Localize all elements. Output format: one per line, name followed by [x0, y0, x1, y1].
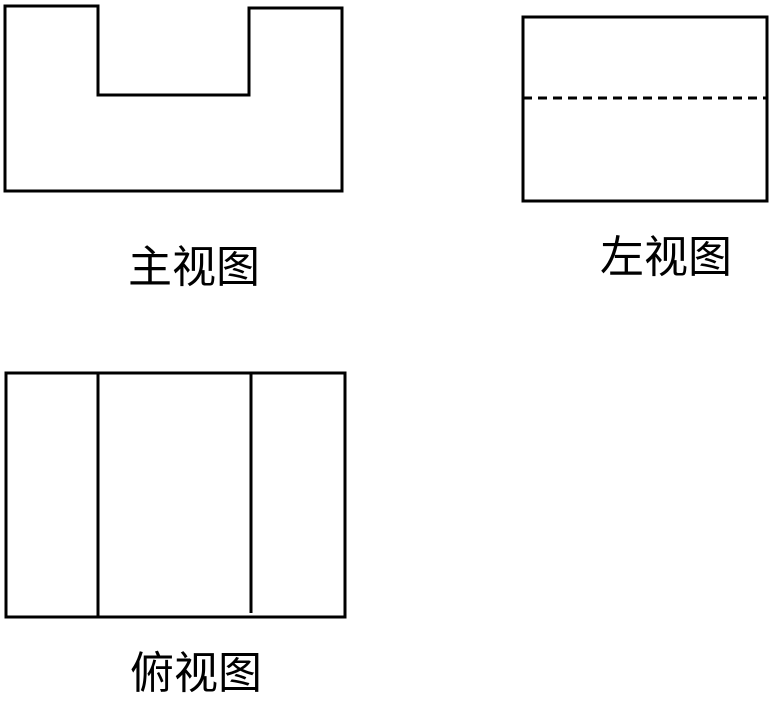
top-view — [4, 371, 347, 619]
front-view — [3, 4, 344, 193]
top-view-label: 俯视图 — [130, 648, 262, 699]
left-view-outline — [521, 15, 769, 203]
top-view-outline — [4, 371, 347, 619]
front-view-outline — [3, 4, 344, 193]
front-view-label: 主视图 — [128, 242, 260, 293]
left-view-label: 左视图 — [600, 232, 732, 283]
left-view — [521, 15, 769, 203]
